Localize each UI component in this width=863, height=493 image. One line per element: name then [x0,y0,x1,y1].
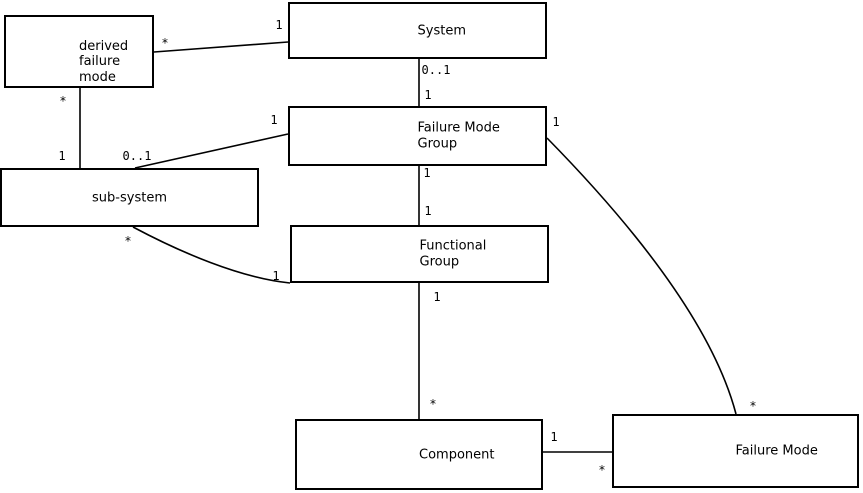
multiplicity-failure-mode-group-right-end: 1 [552,115,560,129]
entity-failure-mode-group-label: Failure Mode Group [417,120,500,152]
entity-system[interactable]: System [288,2,547,59]
edge-sub-system--functional-group [132,226,291,284]
multiplicity-derived-failure-mode-bottom-end: * [59,94,67,108]
multiplicity-sub-system-top-end: 1 [58,149,66,163]
multiplicity-sub-system-bottom-end: * [124,234,132,248]
entity-system-label: System [417,22,466,38]
entity-failure-mode[interactable]: Failure Mode [612,414,859,488]
multiplicity-functional-group-bottom-end: 1 [433,290,441,304]
entity-functional-group-label: Functional Group [419,238,487,270]
multiplicity-component-top-end: * [429,397,437,411]
multiplicity-failure-mode-left-end: * [598,463,606,477]
entity-functional-group[interactable]: Functional Group [290,225,549,283]
multiplicity-failure-mode-top-end: * [749,399,757,413]
multiplicity-component-right-end: 1 [550,430,558,444]
multiplicity-failure-mode-group-left-end: 1 [270,113,278,127]
multiplicity-system-bottom-end: 0..1 [421,63,451,77]
multiplicity-failure-mode-group-top-end: 1 [424,88,432,102]
multiplicity-failure-mode-group-bottom-end: 1 [423,166,431,180]
entity-failure-mode-label: Failure Mode [735,443,818,459]
entity-sub-system[interactable]: sub-system [0,168,259,227]
edge-sub-system--failure-mode-group [134,133,289,169]
entity-component-label: Component [419,446,495,462]
entity-derived-failure-mode[interactable]: derived failure mode [4,15,154,88]
entity-derived-failure-mode-label: derived failure mode [79,38,129,85]
entity-sub-system-label: sub-system [92,189,167,205]
multiplicity-functional-group-left-end: 1 [272,269,280,283]
multiplicity-sub-system-diagonal-end: 0..1 [122,149,152,163]
entity-component[interactable]: Component [295,419,543,490]
edge-system--derived-failure-mode [153,41,289,53]
multiplicity-functional-group-top-end: 1 [424,204,432,218]
entity-failure-mode-group[interactable]: Failure Mode Group [288,106,547,166]
edge-failure-mode-group--failure-mode [546,137,737,415]
multiplicity-system-end: 1 [275,18,283,32]
multiplicity-derived-failure-mode-end: * [161,36,169,50]
